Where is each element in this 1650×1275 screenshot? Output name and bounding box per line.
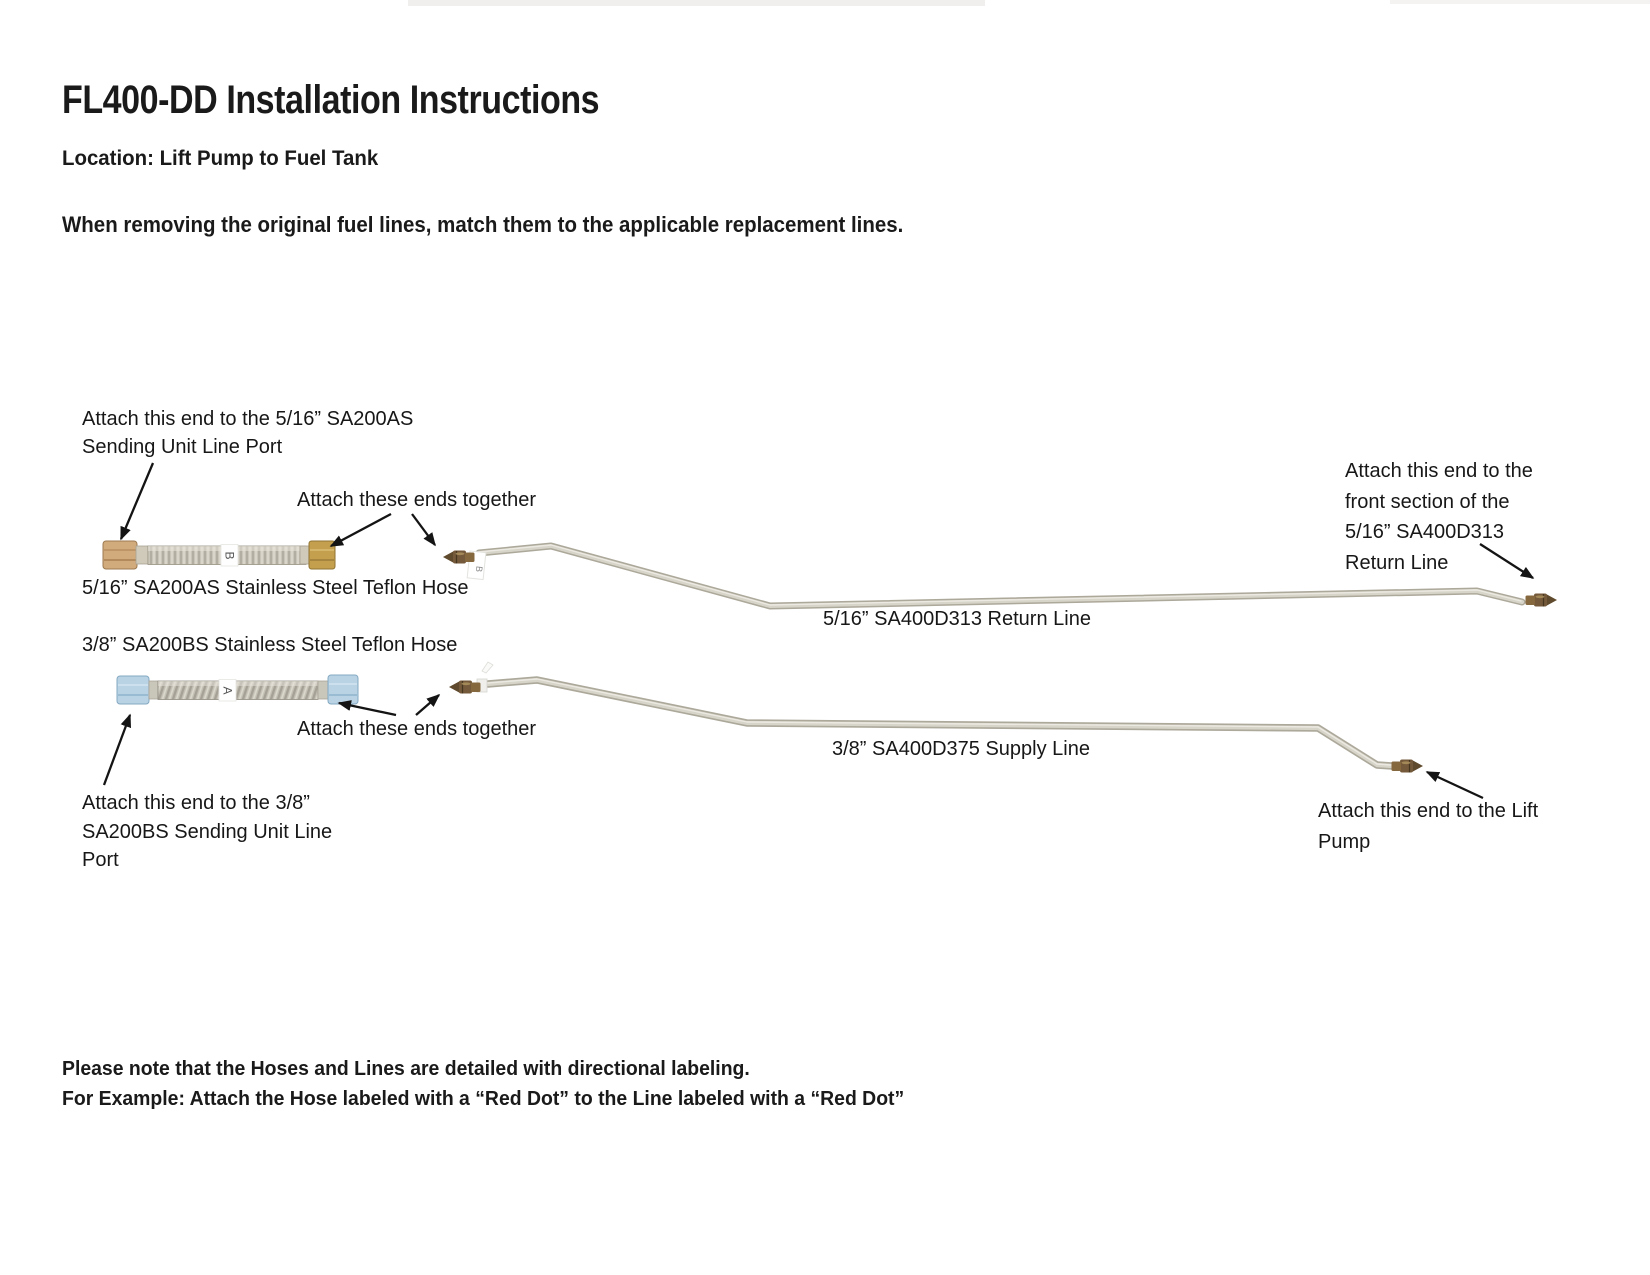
hose-a-id-band: A [218,679,237,702]
arrow-to-return-line-left-fitting [411,513,436,547]
annotation-line: 5/16” SA400D313 [1345,521,1505,543]
arrow-to-hose-a-right-fitting [337,700,397,717]
annotation-attach-ends-together-top: Attach these ends together [297,489,537,511]
directional-labeling-note: Please note that the Hoses and Lines are… [62,1054,904,1114]
annotation-line: Attach this end to the Lift [1318,800,1539,822]
intro-sentence: When removing the original fuel lines, m… [62,212,904,237]
hose-b-tag-letter: B [223,551,237,559]
note-line: For Example: Attach the Hose labeled wit… [62,1088,905,1110]
annotation-attach-38-sending-unit: Attach this end to the 3/8” SA200BS Send… [82,789,332,875]
annotation-line: front section of the [1345,490,1510,513]
annotation-attach-lift-pump: Attach this end to the Lift Pump [1318,796,1538,858]
supply-line-illustration [448,661,1424,774]
hose-a-label: 3/8” SA200BS Stainless Steel Teflon Hose [82,634,458,656]
supply-line-label: 3/8” SA400D375 Supply Line [832,738,1090,760]
hose-b-id-band: B [220,544,239,567]
annotation-attach-516-sending-unit: Attach this end to the 5/16” SA200AS Sen… [82,406,413,461]
location-heading: Location: Lift Pump to Fuel Tank [62,146,379,170]
annotation-line: Return Line [1345,551,1449,574]
return-line-tag-letter: B [474,566,485,573]
return-line-label: 5/16” SA400D313 Return Line [823,608,1091,630]
arrow-to-hose-b-right-fitting [329,512,392,548]
supply-line-left-fitting [448,679,482,695]
annotation-line: Port [82,849,119,871]
supply-line-tag-scrap [481,661,494,674]
arrow-to-hose-a-left-fitting [102,713,132,786]
page-title: FL400-DD Installation Instructions [62,78,600,122]
arrow-to-return-line-right-fitting [1479,543,1535,579]
annotation-line: Attach this end to the [1345,460,1533,482]
annotation-attach-ends-together-bottom: Attach these ends together [297,718,537,740]
return-line-right-fitting [1524,592,1558,608]
annotation-line: Pump [1318,831,1371,853]
arrow-to-supply-line-left-fitting [415,694,441,716]
annotation-line: Attach this end to the 5/16” SA200AS [82,408,414,430]
hose-b-label: 5/16” SA200AS Stainless Steel Teflon Hos… [82,577,469,599]
hose-b-illustration: B [102,540,336,570]
annotation-line: SA200BS Sending Unit Line [82,820,333,843]
hose-a-tag-letter: A [221,686,235,694]
annotation-arrows [102,462,1535,800]
hose-a-illustration: A [116,674,359,705]
note-line: Please note that the Hoses and Lines are… [62,1058,750,1080]
return-line-illustration: B [442,542,1558,610]
scan-artifact-strip [408,0,985,6]
arrow-to-supply-line-right-fitting [1425,770,1484,800]
annotation-line: Attach this end to the 3/8” [82,792,310,814]
annotation-line: Sending Unit Line Port [82,435,283,458]
scan-artifact-strip [1390,0,1650,4]
supply-line-right-fitting [1390,758,1424,774]
arrow-to-hose-b-left-fitting [119,462,155,541]
annotation-attach-return-front: Attach this end to the front section of … [1345,456,1533,578]
